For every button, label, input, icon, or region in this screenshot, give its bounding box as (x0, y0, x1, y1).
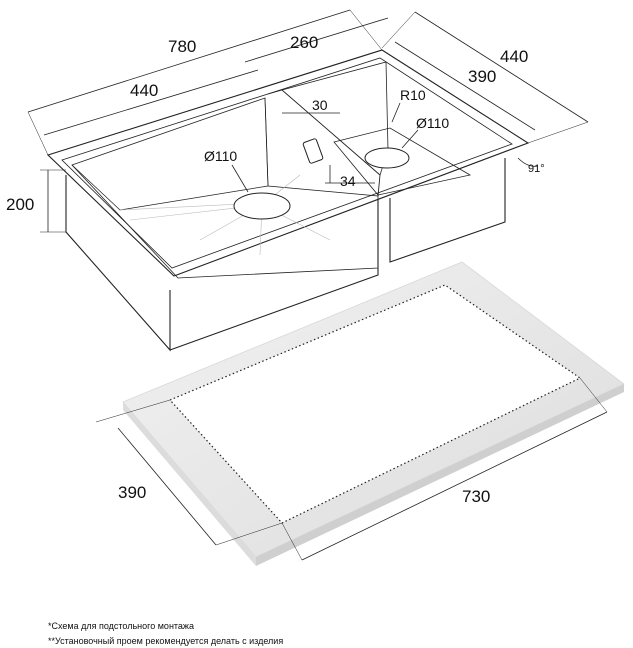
cutout-dimension-lines (95, 377, 608, 561)
dim-cutout-depth: 390 (118, 483, 146, 502)
dim-total-depth: 440 (500, 47, 528, 66)
right-bowl-inner (333, 127, 472, 196)
slab-side-left (123, 402, 256, 566)
cutout-opening (168, 284, 582, 524)
dim-total-length: 780 (168, 37, 196, 56)
dim-drain-right: Ø110 (416, 115, 449, 131)
right-drain (364, 147, 410, 169)
footnote-cutout: **Установочный проем рекомендуется делат… (48, 636, 284, 646)
dim-cutout-length: 730 (462, 487, 490, 506)
overflow-slot (302, 138, 324, 164)
dim-corner-radius: R10 (400, 87, 426, 103)
countertop-cutout (122, 261, 625, 566)
slab-side-front (256, 384, 624, 566)
footnote-undermount: *Схема для подстольного монтажа (48, 621, 194, 631)
right-bowl-outer (389, 158, 506, 263)
dim-small-bowl-width: 260 (290, 33, 318, 52)
left-bowl-inner (71, 97, 379, 279)
dim-gap: 30 (312, 97, 328, 113)
dim-drain-left: Ø110 (204, 148, 237, 164)
left-bowl-floor-lines (119, 174, 331, 256)
left-drain (233, 192, 291, 220)
sink-rim (46, 49, 530, 277)
dimension-lines (27, 9, 589, 233)
dim-left-bowl-width: 440 (130, 81, 158, 100)
dim-small-bowl-depth: 390 (468, 67, 496, 86)
dim-bowl-height: 200 (6, 195, 34, 214)
left-bowl-outer (65, 175, 171, 352)
dim-angle: 91° (528, 163, 545, 175)
dim-offset: 34 (340, 173, 356, 189)
divider-wall (267, 89, 381, 197)
sink-body (46, 49, 530, 352)
